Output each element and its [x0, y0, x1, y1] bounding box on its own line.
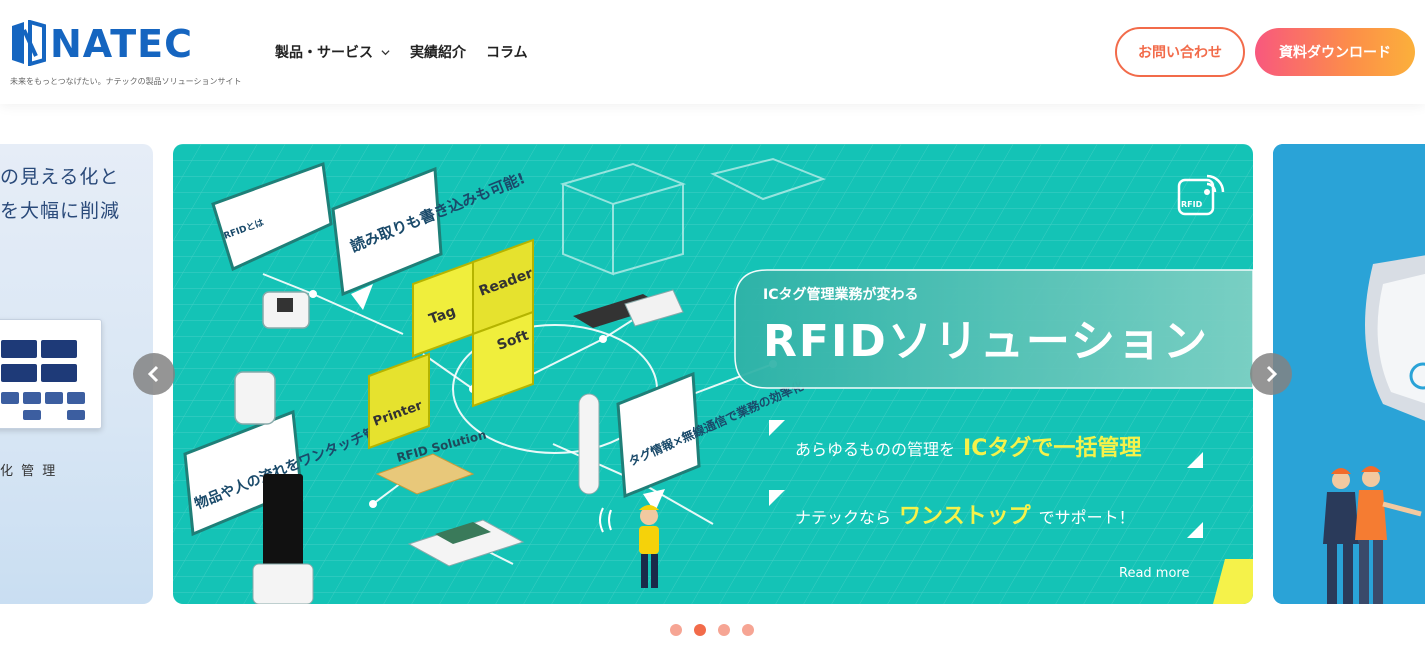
point-1-prefix: あらゆるものの管理を — [795, 440, 956, 459]
site-header: NATEC 未来をもっとつなげたい。ナテックの製品ソリューションサイト 製品・サ… — [0, 0, 1425, 104]
logo-text: NATEC — [50, 22, 194, 66]
logo-tagline: 未来をもっとつなげたい。ナテックの製品ソリューションサイト — [10, 77, 242, 86]
read-more-link[interactable]: Read more — [1119, 566, 1190, 581]
nav-column[interactable]: コラム — [486, 42, 528, 62]
carousel-dots — [670, 624, 754, 636]
slide-subtitle: ICタグ管理業務が変わる — [763, 287, 919, 303]
contact-button[interactable]: お問い合わせ — [1115, 27, 1245, 77]
carousel-dot-3[interactable] — [718, 624, 730, 636]
carousel-dot-2[interactable] — [694, 624, 706, 636]
nav-column-label: コラム — [486, 45, 528, 61]
prev-slide-line-1: の見える化と — [0, 166, 120, 188]
point-2: ナテックなら ワンストップ でサポート！ — [795, 498, 1135, 530]
carousel-prev-button[interactable] — [133, 353, 175, 395]
point-2-suffix: でサポート！ — [1038, 508, 1135, 527]
nav-products-label: 製品・サービス — [275, 45, 373, 61]
carousel-dot-4[interactable] — [742, 624, 754, 636]
prev-slide-caption: 化 管 理 — [0, 464, 58, 479]
carousel-slide-rfid[interactable]: RFIDとは 読み取りも書き込みも可能! 物品や人の流れをワンタッチ管理 タグ情… — [173, 144, 1253, 604]
prev-slide-screen-image — [0, 319, 102, 429]
worker-figure-icon — [599, 505, 659, 588]
point-1-highlight: ICタグで一括管理 — [963, 436, 1142, 461]
rfid-icon: RFID — [1177, 170, 1225, 216]
chevron-down-icon — [381, 49, 390, 55]
natec-logo[interactable]: NATEC 未来をもっとつなげたい。ナテックの製品ソリューションサイト — [10, 20, 250, 90]
point-2-highlight: ワンストップ — [899, 504, 1031, 529]
carousel-slide-next[interactable] — [1273, 144, 1425, 604]
point-1: あらゆるものの管理を ICタグで一括管理 — [795, 430, 1141, 462]
carousel-next-button[interactable] — [1250, 353, 1292, 395]
slide-title: RFIDソリューション — [763, 316, 1209, 367]
natec-logo-mark-icon — [12, 20, 46, 66]
chevron-right-icon — [1266, 365, 1278, 383]
next-slide-artwork — [1273, 144, 1425, 604]
nav-case-studies-label: 実績紹介 — [410, 45, 466, 61]
point-2-prefix: ナテックなら — [795, 508, 892, 527]
prev-slide-line-2: を大幅に削減 — [0, 200, 121, 222]
chevron-left-icon — [147, 365, 159, 383]
rfid-icon-label: RFID — [1181, 200, 1203, 209]
carousel-dot-1[interactable] — [670, 624, 682, 636]
carousel-slide-prev[interactable]: の見える化と を大幅に削減 化 管 理 — [0, 144, 153, 604]
download-button[interactable]: 資料ダウンロード — [1255, 28, 1415, 76]
nav-products[interactable]: 製品・サービス — [275, 42, 390, 62]
nav-case-studies[interactable]: 実績紹介 — [410, 42, 466, 62]
rfid-slide-artwork: RFIDとは 読み取りも書き込みも可能! 物品や人の流れをワンタッチ管理 タグ情… — [173, 144, 1253, 604]
main-nav: 製品・サービス 実績紹介 コラム — [275, 42, 528, 62]
